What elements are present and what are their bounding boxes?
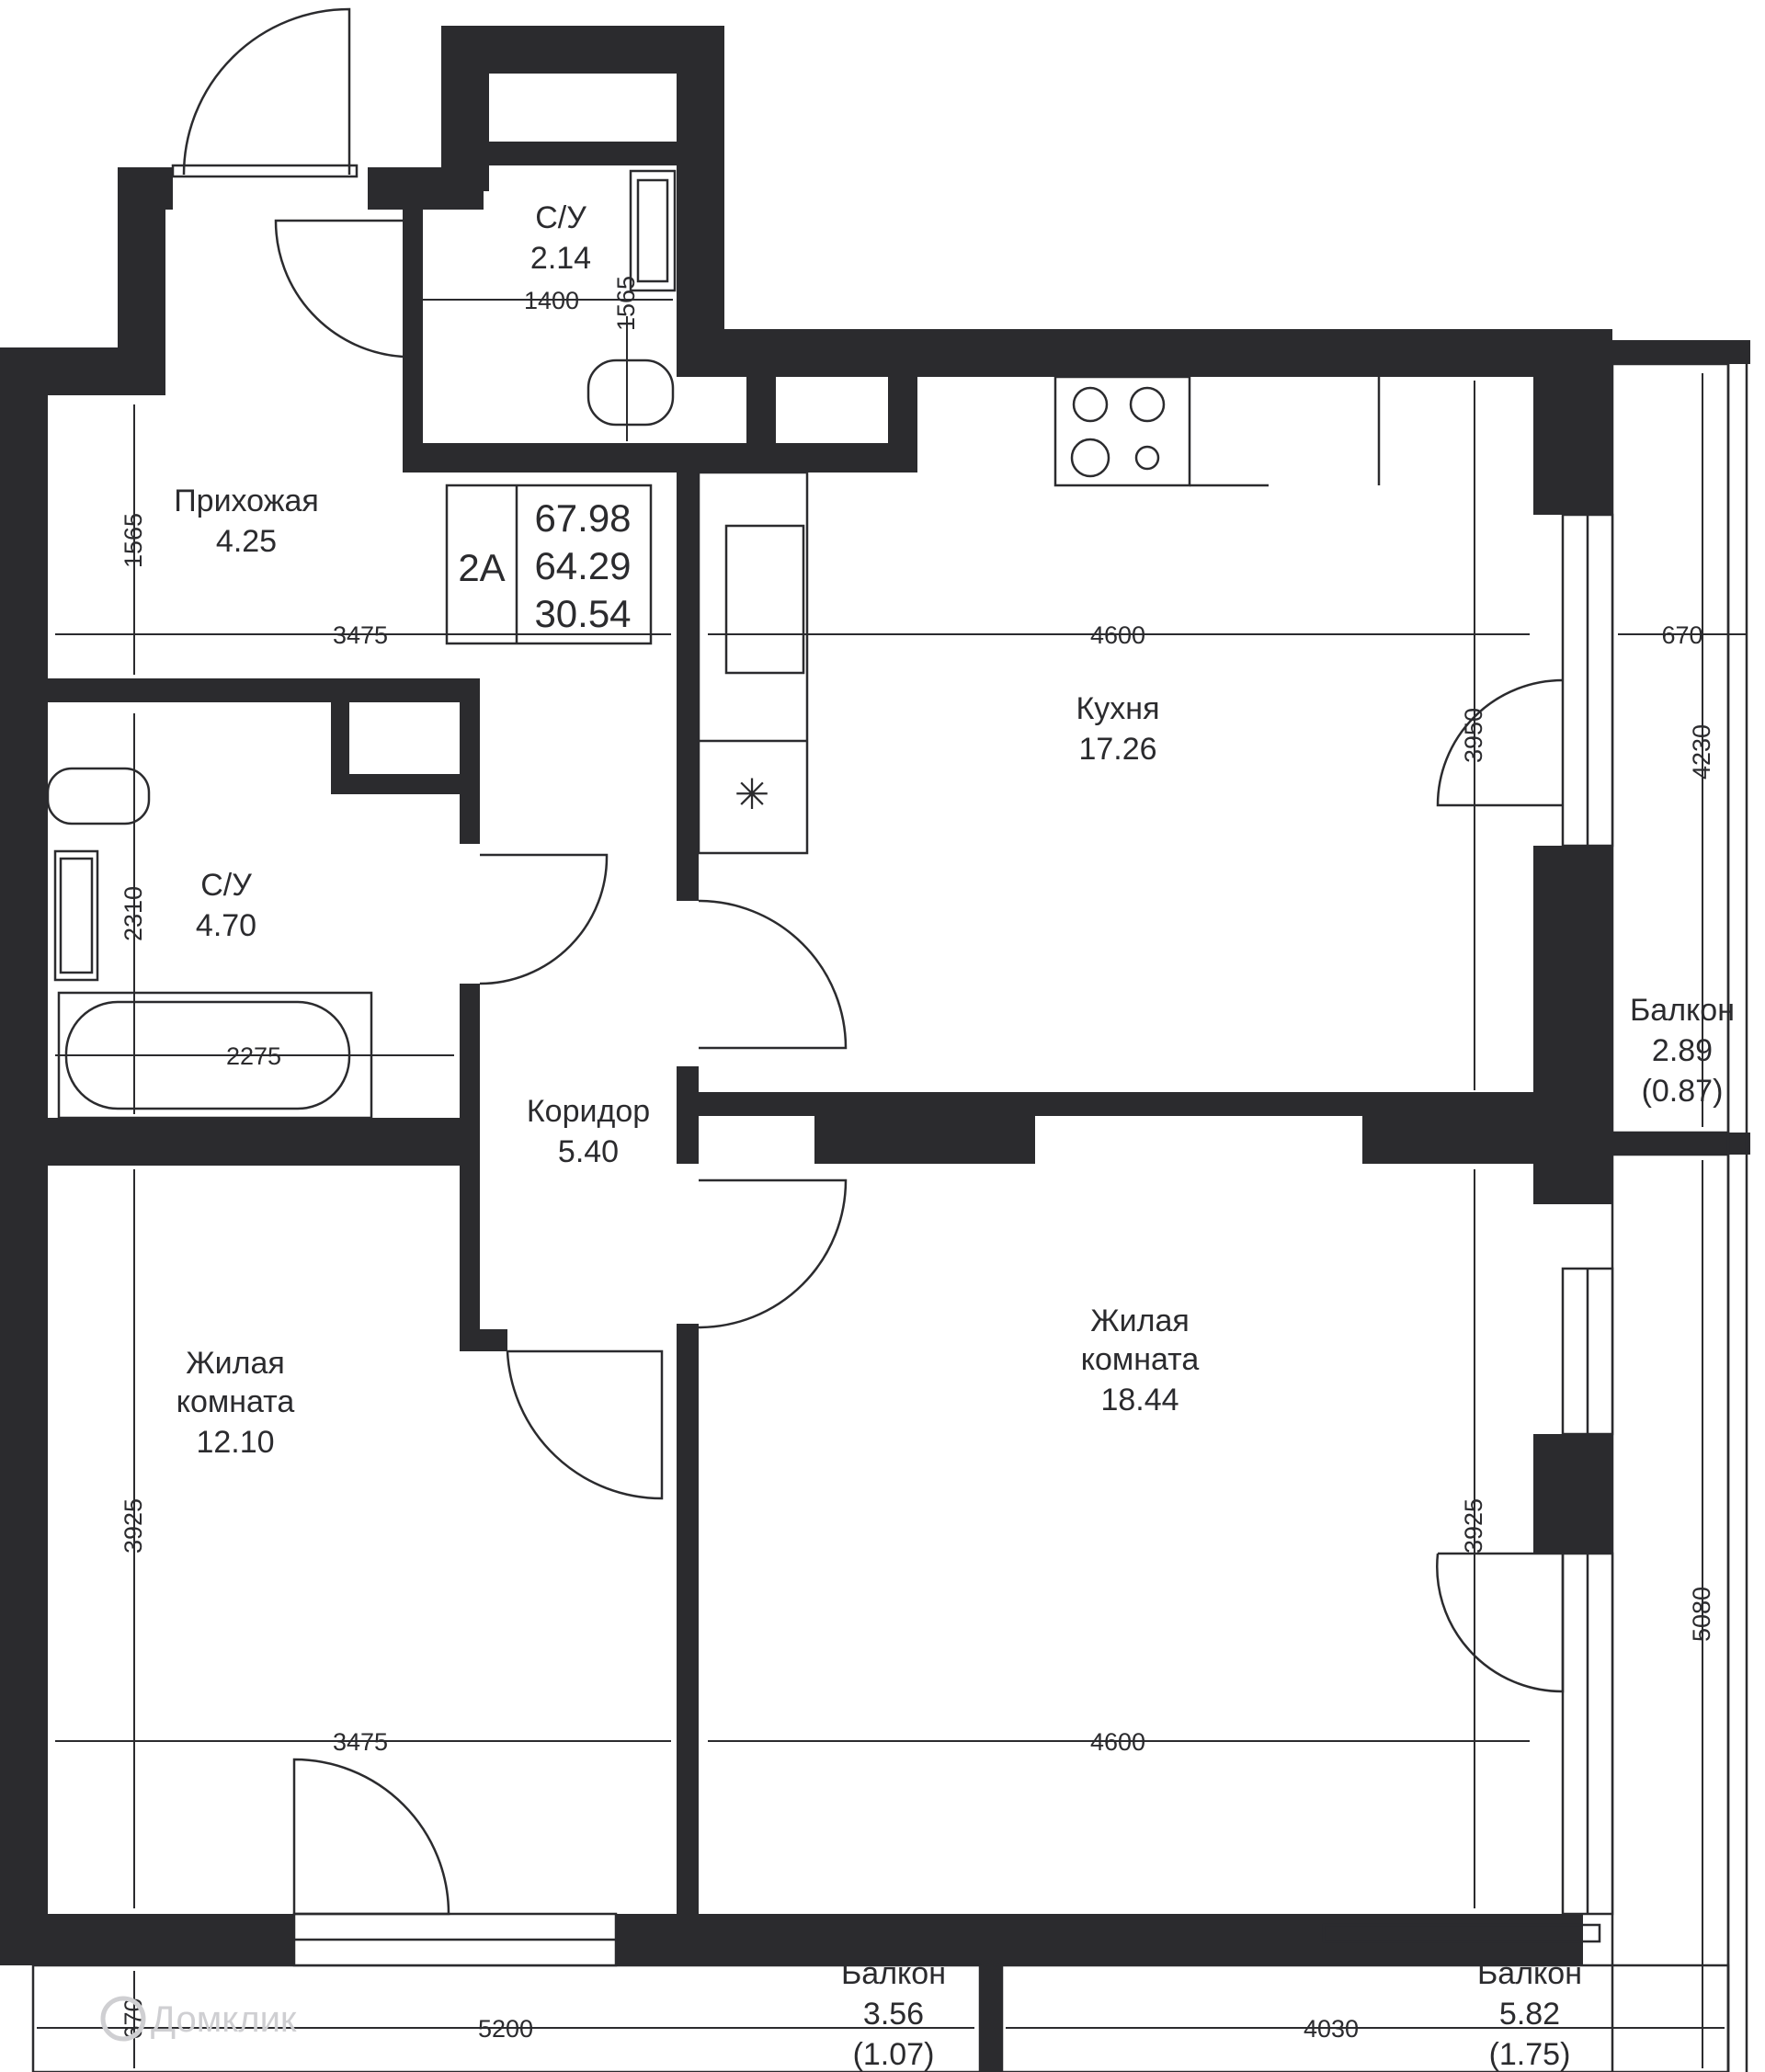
total-area: 67.98 bbox=[534, 496, 631, 540]
dim-kitchen-width: 4600 bbox=[1090, 621, 1145, 649]
watermark: Домклик bbox=[100, 1996, 297, 2042]
dim-balcony-lower-height: 5080 bbox=[1688, 1587, 1715, 1642]
room-name-wc-big: С/У bbox=[200, 868, 252, 903]
room-name1-bedroom-right: Жилая bbox=[1090, 1304, 1190, 1338]
room-name2-bedroom-right: комната bbox=[1081, 1342, 1200, 1377]
room-area-kitchen: 17.26 bbox=[1078, 732, 1156, 767]
room-name-kitchen: Кухня bbox=[1076, 691, 1160, 726]
room-area-corridor: 5.40 bbox=[558, 1134, 619, 1169]
balcony-outlines bbox=[31, 362, 1748, 2072]
dim-hall-width: 3475 bbox=[333, 621, 388, 649]
area-no-balcony: 64.29 bbox=[534, 544, 631, 587]
dim-kitchen-height: 3950 bbox=[1460, 708, 1487, 763]
room-coef-balcony-bottom-left: (1.07) bbox=[853, 2037, 935, 2072]
dim-balcony-bottom-right-width: 4030 bbox=[1304, 2015, 1359, 2043]
dim-balcony-right-width: 670 bbox=[1661, 621, 1702, 649]
dim-wc-small-width: 1400 bbox=[524, 287, 579, 314]
room-area-balcony-bottom-right: 5.82 bbox=[1499, 1997, 1560, 2032]
room-coef-balcony-right: (0.87) bbox=[1642, 1074, 1724, 1109]
room-name-wc-small: С/У bbox=[535, 200, 586, 235]
room-area-hall: 4.25 bbox=[216, 524, 277, 559]
room-coef-balcony-bottom-right: (1.75) bbox=[1489, 2037, 1571, 2072]
room-name-corridor: Коридор bbox=[527, 1094, 650, 1129]
svg-text:✳: ✳ bbox=[734, 770, 770, 818]
dim-bedroom-left-height: 3925 bbox=[120, 1498, 147, 1554]
dim-wc-big-height: 2310 bbox=[120, 886, 147, 941]
dimension-lines bbox=[37, 299, 1747, 2068]
room-area-balcony-bottom-left: 3.56 bbox=[863, 1997, 924, 2032]
doors bbox=[171, 7, 1565, 1916]
room-name-balcony-bottom-right: Балкон bbox=[1477, 1956, 1582, 1991]
walls bbox=[0, 26, 1750, 1965]
room-name-hall: Прихожая bbox=[174, 484, 319, 518]
living-area: 30.54 bbox=[534, 592, 631, 635]
dim-bedroom-right-width: 4600 bbox=[1090, 1728, 1145, 1756]
dim-balcony-right-height: 4230 bbox=[1688, 724, 1715, 780]
dimension-labels: 3475 1565 1400 1565 4600 3950 670 4230 2… bbox=[120, 276, 1715, 2043]
room-labels: С/У 2.14 Прихожая 4.25 Кухня 17.26 С/У 4… bbox=[174, 200, 1735, 2072]
room-area-balcony-right: 2.89 bbox=[1652, 1033, 1713, 1068]
dim-wc-big-width: 2275 bbox=[226, 1042, 281, 1070]
apartment-type: 2А bbox=[458, 546, 505, 589]
dim-hall-height: 1565 bbox=[120, 513, 147, 568]
room-name2-bedroom-left: комната bbox=[176, 1384, 295, 1419]
room-area-bedroom-left: 12.10 bbox=[196, 1425, 274, 1460]
dim-wc-small-height: 1565 bbox=[612, 276, 640, 331]
room-area-wc-big: 4.70 bbox=[196, 908, 256, 943]
room-area-bedroom-right: 18.44 bbox=[1100, 1383, 1179, 1417]
watermark-text: Домклик bbox=[151, 1999, 297, 2040]
apartment-info-box: 2А 67.98 64.29 30.54 bbox=[445, 484, 653, 645]
room-name-balcony-bottom-left: Балкон bbox=[841, 1956, 946, 1991]
room-area-wc-small: 2.14 bbox=[530, 241, 591, 276]
dim-balcony-bottom-left-width: 5200 bbox=[478, 2015, 533, 2043]
dim-bedroom-right-height: 3925 bbox=[1460, 1498, 1487, 1554]
room-name-balcony-right: Балкон bbox=[1630, 993, 1735, 1028]
dim-bedroom-left-width: 3475 bbox=[333, 1728, 388, 1756]
room-name1-bedroom-left: Жилая bbox=[186, 1346, 285, 1381]
windows bbox=[292, 513, 1614, 1967]
